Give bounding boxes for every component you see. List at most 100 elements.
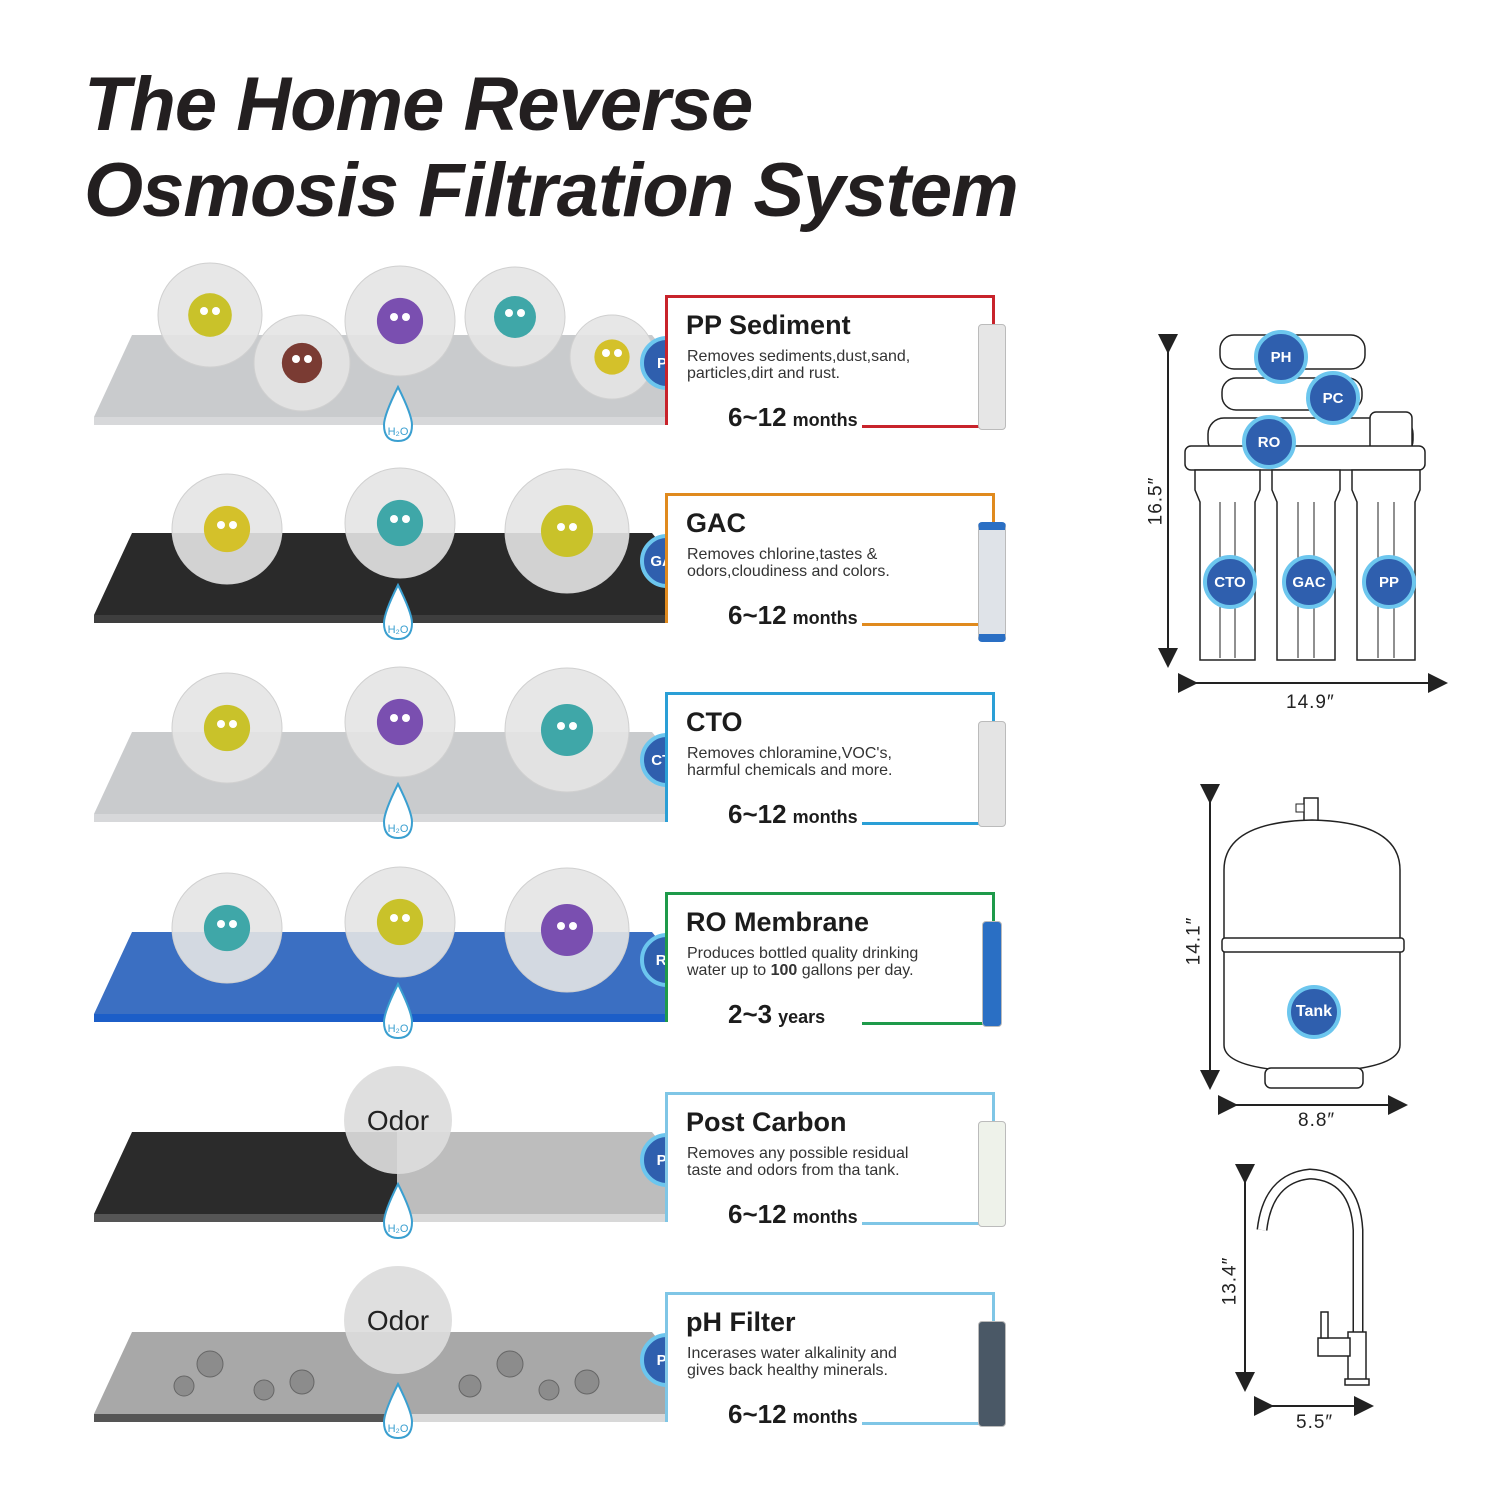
contaminant-pollen <box>504 468 630 594</box>
stage-description: Removes chloramine,VOC's,harmful chemica… <box>687 745 893 779</box>
stage-name: pH Filter <box>686 1307 796 1337</box>
water-drop-icon: H₂O <box>382 384 414 443</box>
filter-layer-gac: H₂O <box>94 467 717 641</box>
tank-badge: Tank <box>1287 985 1341 1039</box>
svg-text:H₂O: H₂O <box>388 624 409 636</box>
mineral-bubble <box>538 1379 560 1401</box>
contaminant-bacteria <box>569 314 655 400</box>
card-underline <box>862 822 988 825</box>
stage-name: PP Sediment <box>686 310 851 340</box>
contaminant-germs <box>344 467 456 579</box>
filter-layer-pp: H₂O <box>94 262 717 443</box>
faucet-diagram: 13.4″ 5.5″ <box>1200 1160 1400 1450</box>
tank-drawing <box>1200 784 1408 1115</box>
mineral-bubble <box>173 1375 195 1397</box>
odor-label: Odor <box>367 1305 429 1336</box>
contaminant-allergen <box>344 265 456 377</box>
contaminant-bacteria <box>171 473 283 585</box>
stage-name: Post Carbon <box>686 1107 847 1137</box>
mineral-bubble <box>289 1369 315 1395</box>
stage-name: RO Membrane <box>686 907 870 937</box>
system-badge-cto: CTO <box>1203 555 1257 609</box>
card-underline <box>862 1222 988 1225</box>
filter-cartridge-ro <box>982 921 1002 1027</box>
faucet-drawing <box>1235 1164 1374 1416</box>
tank-width-label: 8.8″ <box>1298 1110 1336 1131</box>
system-badge-pp: PP <box>1362 555 1416 609</box>
contaminant-pollen <box>157 262 263 368</box>
filter-cartridge-cto <box>978 721 1006 827</box>
water-drop-icon: H₂O <box>382 1381 414 1440</box>
tank-height-label: 14.1″ <box>1183 916 1205 966</box>
svg-text:H₂O: H₂O <box>388 1423 409 1435</box>
mineral-bubble <box>574 1369 600 1395</box>
contaminant-allergen <box>344 666 456 778</box>
filter-layer-ro: H₂O <box>94 866 717 1040</box>
card-underline <box>862 1422 988 1425</box>
system-badge-ro: RO <box>1242 415 1296 469</box>
stage-description: Removes chlorine,tastes &odors,cloudines… <box>687 546 890 580</box>
system-badge-gac: GAC <box>1282 555 1336 609</box>
stage-illustration-ph: OdorH₂OPH <box>92 1252 732 1442</box>
svg-text:H₂O: H₂O <box>388 823 409 835</box>
system-width-label: 14.9″ <box>1286 692 1335 713</box>
contaminant-worm <box>253 314 351 412</box>
stage-card-gac: GAC Removes chlorine,tastes &odors,cloudi… <box>665 493 1006 642</box>
water-drop-icon: H₂O <box>382 582 414 641</box>
water-drop-icon: H₂O <box>382 981 414 1040</box>
water-drop-icon: H₂O <box>382 781 414 840</box>
system-height-label: 16.5″ <box>1145 476 1167 526</box>
mineral-bubble <box>458 1374 482 1398</box>
page-title: The Home Reverse Osmosis Filtration Syst… <box>84 62 1019 234</box>
contaminant-germs <box>464 266 566 368</box>
filter-cartridge-pp <box>978 324 1006 430</box>
tank-diagram: Tank 14.1″ 8.8″ <box>1160 780 1420 1140</box>
faucet-width-label: 5.5″ <box>1296 1412 1334 1433</box>
mineral-bubble <box>496 1350 524 1378</box>
contaminant-pollen <box>171 672 283 784</box>
title-line-1: The Home Reverse <box>84 62 753 147</box>
svg-text:H₂O: H₂O <box>388 1223 409 1235</box>
odor-sphere: Odor <box>344 1066 452 1174</box>
filter-cartridge-gac <box>978 522 1006 642</box>
system-diagram: PH PC RO CTO GAC PP 16.5″ 14.9″ <box>1140 320 1460 720</box>
mineral-bubble <box>253 1379 275 1401</box>
contaminant-germs <box>504 667 630 793</box>
contaminant-allergen <box>504 867 630 993</box>
system-drawing <box>1158 334 1448 693</box>
filter-cartridge-pc <box>978 1121 1006 1227</box>
stage-illustration-pc: OdorH₂OPC <box>92 1052 732 1242</box>
svg-text:H₂O: H₂O <box>388 1023 409 1035</box>
card-underline <box>862 1022 988 1025</box>
card-underline <box>862 425 988 428</box>
filter-layer-cto: H₂O <box>94 666 717 840</box>
card-underline <box>862 623 988 626</box>
stage-name: CTO <box>686 707 743 737</box>
odor-sphere: Odor <box>344 1266 452 1374</box>
stage-name: GAC <box>686 508 746 538</box>
odor-label: Odor <box>367 1105 429 1136</box>
filter-cartridge-ph <box>978 1321 1006 1427</box>
mineral-bubble <box>196 1350 224 1378</box>
system-badge-ph: PH <box>1254 330 1308 384</box>
title-line-2: Osmosis Filtration System <box>84 148 1019 233</box>
stage-card-cto: CTO Removes chloramine,VOC's,harmful chem… <box>665 692 1006 829</box>
